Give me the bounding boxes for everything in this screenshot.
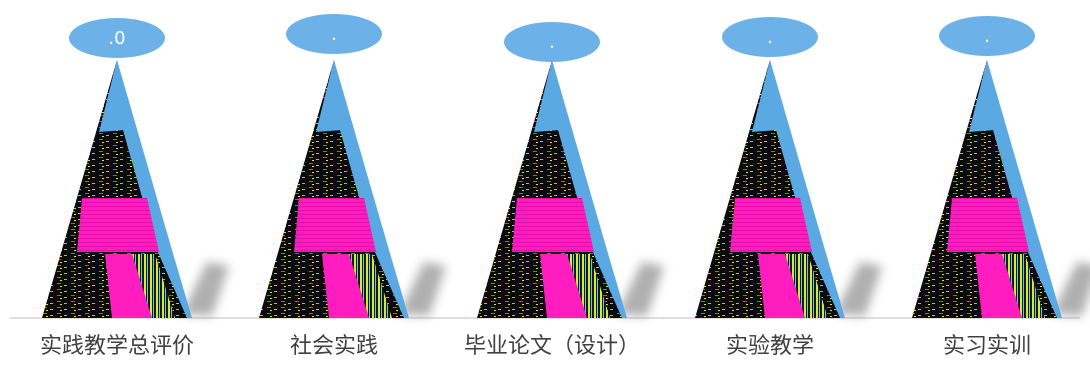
value-bubble: [939, 16, 1035, 56]
pyramid-apex-highlight: [752, 60, 778, 132]
category-label: 实践教学总评价: [40, 334, 194, 359]
pyramid-magenta-wedge: [758, 254, 805, 318]
pyramid-magenta-band: [77, 198, 159, 252]
pyramid-front-face: [259, 60, 404, 318]
pyramid-striped-accent: [567, 254, 610, 318]
pyramid-striped-accent: [785, 254, 828, 318]
pyramid-magenta-band: [730, 198, 812, 252]
value-bubble: [286, 14, 382, 54]
pyramid-apex-highlight: [969, 60, 995, 132]
pyramid-shadow: [835, 262, 882, 316]
pyramid-apex-highlight: [316, 60, 342, 132]
pyramid-magenta-band: [294, 198, 376, 252]
data-label: .: [549, 32, 555, 53]
category-label: 毕业论文（设计）: [464, 334, 640, 359]
data-label: .: [767, 27, 773, 48]
pyramid-bar-1: .0 实践教学总评价: [40, 18, 229, 359]
pyramid-magenta-wedge: [540, 254, 587, 318]
data-label: .: [984, 26, 990, 47]
pyramid-apex-highlight: [99, 60, 125, 132]
pyramid-apex-highlight: [534, 60, 560, 132]
pyramid-bar-3: . 毕业论文（设计）: [464, 22, 664, 359]
category-label: 社会实践: [290, 334, 378, 359]
value-bubble: [69, 18, 165, 58]
category-label: 实习实训: [943, 334, 1031, 359]
pyramid-front-face: [912, 60, 1057, 318]
pyramid-magenta-wedge: [105, 254, 152, 318]
data-label: .: [331, 24, 337, 45]
data-label: .0: [108, 28, 125, 49]
pyramid-bar-5: . 实习实训: [912, 16, 1090, 359]
pyramid-front-face: [477, 60, 622, 318]
pyramid-front-face: [42, 60, 187, 318]
pyramid-shadow: [399, 262, 446, 316]
value-bubble: [504, 22, 600, 62]
pyramid-magenta-band: [947, 198, 1029, 252]
pyramid-front-face: [695, 60, 840, 318]
pyramid-shadow: [1052, 262, 1090, 316]
pyramid-bar-2: . 社会实践: [259, 14, 446, 359]
value-bubble: [722, 17, 818, 57]
pyramid-shadow: [182, 262, 229, 316]
pyramid-bar-4: . 实验教学: [695, 17, 882, 359]
pyramid-striped-accent: [349, 254, 392, 318]
pyramid-magenta-band: [512, 198, 594, 252]
pyramid-striped-accent: [132, 254, 175, 318]
category-label: 实验教学: [726, 334, 814, 359]
pyramid-shadow: [617, 262, 664, 316]
pyramid-striped-accent: [1002, 254, 1045, 318]
pyramid-magenta-wedge: [975, 254, 1022, 318]
pyramid-magenta-wedge: [322, 254, 369, 318]
